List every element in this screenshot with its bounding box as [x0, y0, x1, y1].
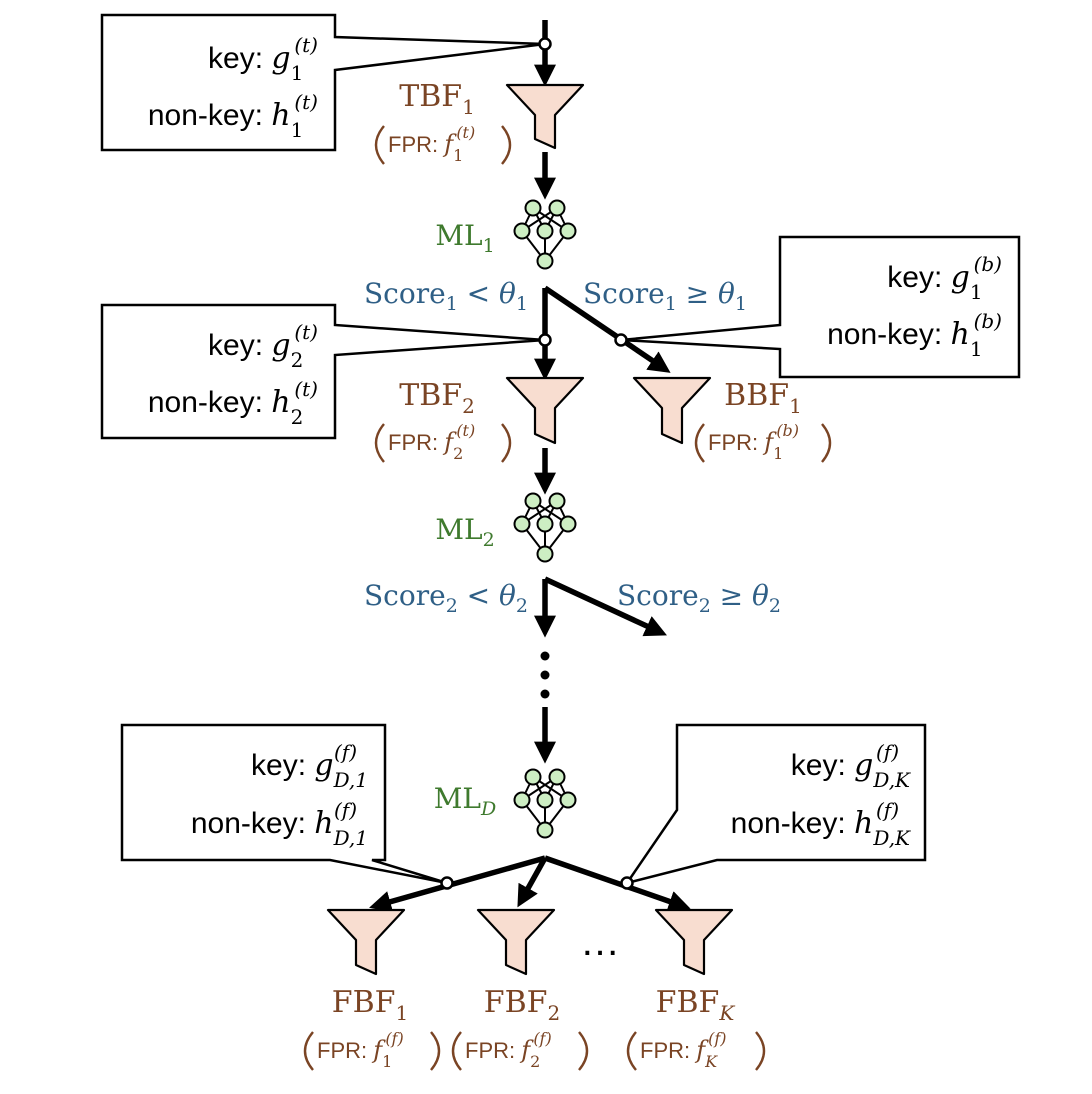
neural-network-icon-ml1	[513, 199, 577, 270]
svg-text:FPR: f2(f): FPR: f2(f)	[465, 1029, 552, 1071]
filter-funnel-icon-fbfk	[654, 908, 734, 976]
callout-bbf1-nonkey: non-key: h1(b)	[827, 309, 1002, 361]
condition-score1-low: Score1 < θ1	[364, 277, 528, 315]
callout-fbf-last: key: gD,K(f) non-key: hD,K(f)	[624, 723, 927, 886]
arrow-mld-to-fbfk	[544, 855, 691, 912]
filter-funnel-icon-fbf2	[476, 908, 556, 976]
svg-text:TBF1: TBF1	[399, 79, 475, 119]
callout-bbf1-key: key: g1(b)	[887, 252, 1002, 304]
svg-text:FPR: f1(b): FPR: f1(b)	[708, 421, 799, 463]
arrow-mld-to-fbf1	[369, 855, 546, 913]
label-mld: MLD	[434, 782, 497, 820]
svg-text:FPR: f1(t): FPR: f1(t)	[388, 123, 475, 165]
label-ml1: ML1	[435, 219, 494, 257]
label-ml2: ML2	[435, 513, 494, 551]
condition-score2-high: Score2 ≥ θ2	[617, 579, 781, 617]
dot-ellipsis-vertical-2	[540, 670, 550, 680]
flow-arrows	[369, 20, 691, 913]
condition-score2-low: Score2 < θ2	[364, 579, 528, 617]
svg-text:FPR: f2(t): FPR: f2(t)	[388, 421, 475, 463]
label-fbfk: FBFK FPR: fK(f)	[626, 985, 766, 1071]
callout-tbf1-nonkey: non-key: h1(t)	[148, 90, 318, 142]
callout-tbf1: key: g1(t) non-key: h1(t)	[100, 13, 546, 152]
callout-tbf2-key: key: g2(t)	[208, 320, 318, 372]
dot-ellipsis-vertical-3	[540, 689, 550, 699]
label-fbf1: FBF1 FPR: f1(f)	[303, 985, 441, 1071]
label-bbf1: BBF1 FPR: f1(b)	[694, 378, 832, 463]
arrow-mld-to-fbf2	[517, 856, 548, 908]
filter-funnel-icon-tbf1	[505, 83, 585, 150]
callout-fbf-first: key: gD,1(f) non-key: hD,1(f)	[120, 723, 448, 885]
callout-fbf-last-nonkey: non-key: hD,K(f)	[731, 798, 911, 850]
filter-funnel-icon-tbf2	[505, 376, 585, 445]
junction-dot-bbf1	[614, 333, 628, 347]
arrow-ml1-high	[543, 285, 671, 373]
filter-funnel-icon-bbf1	[632, 376, 712, 445]
label-fbf2: FBF2 FPR: f2(f)	[451, 985, 589, 1071]
svg-text:TBF2: TBF2	[399, 378, 475, 418]
dot-ellipsis-vertical-1	[540, 651, 550, 661]
callout-fbf-first-nonkey: non-key: hD,1(f)	[191, 798, 368, 850]
svg-text:FBF2: FBF2	[484, 985, 560, 1025]
label-tbf2: TBF2 FPR: f2(t)	[374, 378, 512, 463]
svg-text:FBFK: FBFK	[656, 985, 736, 1025]
arrow-ml2-high	[543, 576, 667, 637]
neural-network-icon-mld	[513, 768, 577, 839]
callout-tbf2: key: g2(t) non-key: h2(t)	[100, 303, 546, 440]
junction-dot-tbf1	[538, 37, 552, 51]
callout-fbf-first-key: key: gD,1(f)	[251, 740, 368, 792]
svg-text:FPR: fK(f): FPR: fK(f)	[640, 1029, 726, 1071]
svg-text:BBF1: BBF1	[724, 378, 802, 418]
callout-tbf2-nonkey: non-key: h2(t)	[148, 377, 318, 429]
ellipsis-horizontal: …	[580, 920, 620, 964]
junction-dot-fbf-first	[440, 876, 454, 890]
label-tbf1: TBF1 FPR: f1(t)	[374, 79, 512, 165]
condition-score1-high: Score1 ≥ θ1	[583, 277, 747, 315]
neural-network-icon-ml2	[513, 492, 577, 563]
filter-funnel-icon-fbf1	[326, 908, 406, 976]
callout-fbf-last-key: key: gD,K(f)	[791, 740, 911, 792]
svg-text:FPR: f1(f): FPR: f1(f)	[317, 1029, 404, 1071]
junction-dot-fbf-last	[620, 876, 634, 890]
callout-bbf1: key: g1(b) non-key: h1(b)	[620, 235, 1021, 379]
callout-tbf1-key: key: g1(t)	[208, 33, 318, 85]
junction-dot-tbf2	[538, 333, 552, 347]
svg-text:FBF1: FBF1	[332, 985, 408, 1025]
